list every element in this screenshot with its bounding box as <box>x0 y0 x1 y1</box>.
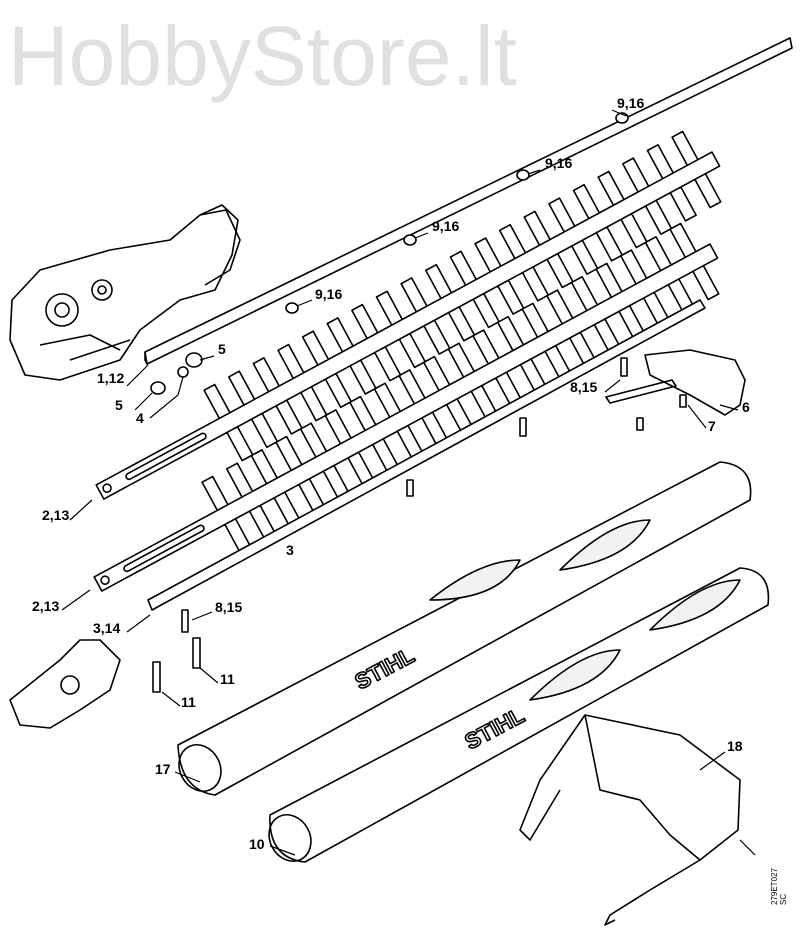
guide-rail <box>144 37 793 365</box>
callout-3: 3 <box>286 542 294 558</box>
blade-slot <box>125 432 207 481</box>
callout-1-12: 1,12 <box>97 370 125 386</box>
callout-4: 4 <box>136 410 144 426</box>
callout-9-16: 9,16 <box>617 95 645 111</box>
callout-9-16: 9,16 <box>545 155 573 171</box>
drawing-code: 279ET027 SC <box>770 868 788 905</box>
callout-11: 11 <box>220 671 235 687</box>
callout-9-16: 9,16 <box>432 218 460 234</box>
callout-8-15: 8,15 <box>215 599 243 615</box>
blade-slot <box>123 524 205 573</box>
nuts <box>150 112 629 395</box>
callout-3-14: 3,14 <box>93 620 121 636</box>
spacer-plate <box>147 299 706 611</box>
callout-10: 10 <box>249 836 265 852</box>
blade-hole <box>100 575 110 585</box>
callout-2-13: 2,13 <box>42 507 70 523</box>
cutter-blades <box>93 130 722 611</box>
blade-hole <box>102 483 112 493</box>
callout-5: 5 <box>218 341 226 357</box>
tip-guard <box>605 349 746 416</box>
callout-18: 18 <box>727 738 743 754</box>
callout-5: 5 <box>115 397 123 413</box>
screws <box>152 357 687 693</box>
callout-6: 6 <box>742 399 750 415</box>
blade-outline <box>95 130 722 500</box>
upper-cutter-blade <box>95 130 722 500</box>
leader-lines <box>61 109 756 856</box>
callout-2-13: 2,13 <box>32 598 60 614</box>
callout-9-16: 9,16 <box>315 286 343 302</box>
callout-11: 11 <box>181 694 196 710</box>
safety-glasses <box>519 714 741 926</box>
callout-8-15: 8,15 <box>570 379 598 395</box>
callout-17: 17 <box>155 761 171 777</box>
callout-7: 7 <box>708 418 716 434</box>
base-plate <box>9 639 121 729</box>
gear-housing <box>9 204 241 381</box>
